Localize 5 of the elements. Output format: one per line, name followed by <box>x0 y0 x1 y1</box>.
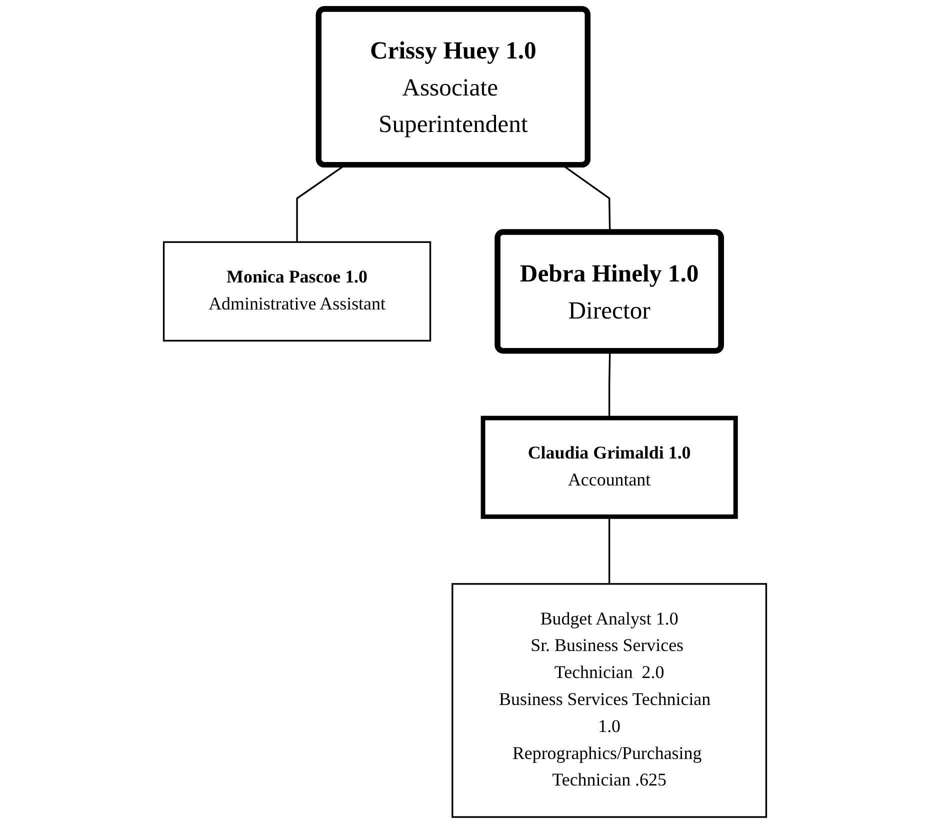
connector <box>608 351 611 418</box>
node-box: Monica Pascoe 1.0 Administrative Assistant <box>162 241 432 342</box>
connector <box>608 516 610 584</box>
node-box: Claudia Grimaldi 1.0 Accountant <box>480 416 738 519</box>
node-box: Budget Analyst 1.0 Sr. Business Services Technician 2.0 Business Services Technician 1.0 Reprographics/Purchasing Technician .625 <box>452 583 768 818</box>
